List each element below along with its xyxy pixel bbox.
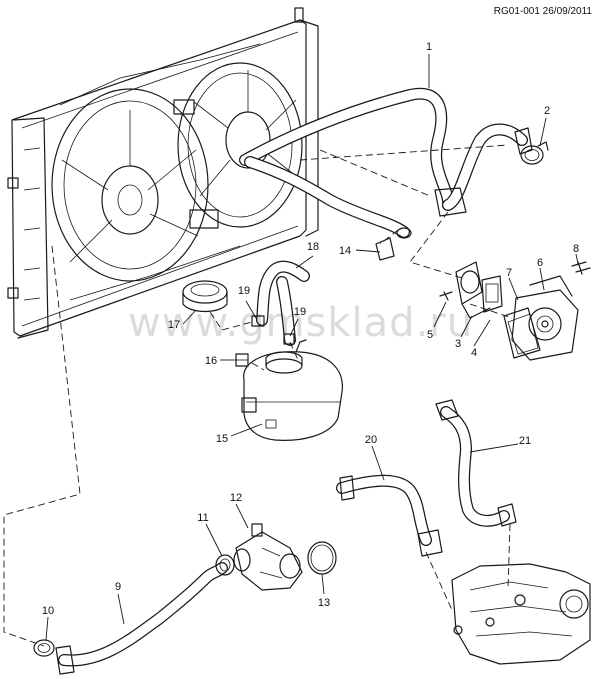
callout-10: 10 [42, 605, 54, 617]
clamp-10 [33, 639, 55, 657]
callout-16: 16 [205, 355, 217, 367]
clip-16 [235, 353, 249, 367]
callout-labels: 1 2 3 4 5 6 7 8 9 10 11 12 13 14 15 16 1… [42, 41, 579, 617]
leader-lines [45, 54, 579, 641]
callout-4: 4 [471, 347, 477, 359]
callout-20: 20 [365, 434, 377, 446]
callout-17: 17 [168, 319, 180, 331]
callout-7: 7 [506, 267, 512, 279]
diagram-reference: RG01-001 26/09/2011 [494, 6, 593, 17]
tank-vent-hose [251, 260, 310, 346]
callout-9: 9 [115, 581, 121, 593]
coolant-outlet-housing [233, 523, 303, 591]
heater-hose-20 [336, 474, 443, 557]
callout-19-lower: 19 [294, 306, 306, 318]
heater-hose-21 [435, 399, 517, 527]
engine-block-section [451, 563, 591, 665]
callout-12: 12 [230, 492, 242, 504]
callout-21: 21 [519, 435, 531, 447]
o-ring-11 [215, 554, 235, 576]
callout-15: 15 [216, 433, 228, 445]
expansion-tank [241, 339, 343, 441]
callout-1: 1 [426, 41, 432, 53]
callout-8: 8 [573, 243, 579, 255]
clamp-2 [520, 141, 549, 165]
radiator-hose-upper [239, 87, 533, 217]
callout-19-upper: 19 [238, 285, 250, 297]
watermark: www.gmsklad.ru [128, 300, 473, 346]
callout-2: 2 [544, 105, 550, 117]
radiator-fan-assembly [7, 7, 319, 339]
callout-14: 14 [339, 245, 351, 257]
connection-lines [3, 144, 513, 647]
radiator-hose-lower [55, 562, 228, 675]
water-pump [503, 261, 591, 361]
expansion-tank-cap [182, 280, 228, 313]
callout-13: 13 [318, 597, 330, 609]
thermostat-housing [439, 261, 503, 319]
callout-3: 3 [455, 338, 461, 350]
callout-18: 18 [307, 241, 319, 253]
callout-11: 11 [197, 512, 208, 524]
gasket-13 [307, 541, 337, 575]
callout-5: 5 [427, 329, 433, 341]
callout-6: 6 [537, 257, 543, 269]
